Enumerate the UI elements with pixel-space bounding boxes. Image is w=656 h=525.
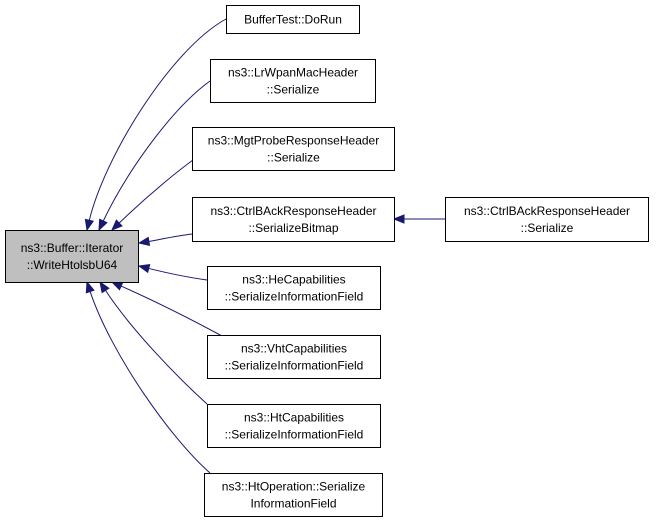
node-label-line-1: ns3::HeCapabilities: [242, 273, 345, 287]
node-box[interactable]: [445, 197, 649, 242]
edge-line: [120, 285, 223, 337]
node-box[interactable]: [5, 230, 139, 283]
node-label-line-2: ::SerializeInformationField: [225, 428, 364, 442]
node-n4[interactable]: ns3::CtrlBAckResponseHeader::SerializeBi…: [192, 197, 395, 242]
node-label-line-2: ::WriteHtolsbU64: [27, 258, 118, 272]
edge-line: [104, 289, 208, 405]
edge-n9-to-n4: [392, 214, 446, 224]
node-label-line-1: ns3::Buffer::Iterator: [21, 241, 124, 255]
edge-arrowhead: [85, 280, 95, 294]
node-box[interactable]: [204, 473, 383, 517]
node-label-line-2: ::Serialize: [521, 221, 574, 235]
node-label-line-1: ns3::HtOperation::Serialize: [222, 480, 366, 494]
edge-arrowhead: [111, 219, 123, 231]
node-box[interactable]: [192, 197, 395, 242]
node-box[interactable]: [207, 335, 381, 379]
edge-n8-to-root: [85, 280, 211, 474]
node-label-line-2: ::SerializeBitmap: [248, 221, 338, 235]
node-n7[interactable]: ns3::HtCapabilities::SerializeInformatio…: [207, 404, 381, 448]
node-label-line-2: ::Serialize: [267, 151, 320, 165]
edge-n7-to-root: [99, 280, 208, 405]
node-n9[interactable]: ns3::CtrlBAckResponseHeader::Serialize: [445, 197, 649, 242]
edges-layer: [84, 18, 446, 474]
nodes-layer: ns3::Buffer::Iterator::WriteHtolsbU64 Buf…: [5, 5, 649, 517]
node-label-line-1: ns3::MgtProbeResponseHeader: [208, 134, 379, 148]
node-box[interactable]: [207, 404, 381, 448]
node-label-line-1: BufferTest::DoRun: [244, 13, 342, 27]
edge-n2-to-root: [98, 80, 211, 232]
edge-n1-to-root: [84, 18, 227, 232]
edge-n5-to-root: [137, 263, 208, 281]
edge-line: [88, 18, 227, 222]
node-n3[interactable]: ns3::MgtProbeResponseHeader::Serialize: [192, 127, 395, 171]
edge-line: [89, 290, 211, 474]
edge-arrowhead: [392, 214, 405, 224]
node-box[interactable]: [207, 266, 381, 310]
edge-n6-to-root: [110, 281, 223, 337]
node-label-line-1: ns3::LrWpanMacHeader: [228, 66, 358, 80]
node-n2[interactable]: ns3::LrWpanMacHeader::Serialize: [210, 59, 376, 103]
edge-n4-to-root: [137, 233, 193, 247]
edge-arrowhead: [110, 281, 124, 291]
node-n1[interactable]: BufferTest::DoRun: [226, 5, 360, 34]
node-label-line-1: ns3::HtCapabilities: [244, 411, 344, 425]
edge-line: [147, 233, 193, 243]
edge-line: [147, 267, 208, 281]
edge-arrowhead: [98, 218, 108, 232]
node-n8[interactable]: ns3::HtOperation::SerializeInformationFi…: [204, 473, 383, 517]
node-root[interactable]: ns3::Buffer::Iterator::WriteHtolsbU64: [5, 230, 139, 283]
node-label-line-2: ::SerializeInformationField: [225, 290, 364, 304]
edge-arrowhead: [137, 236, 151, 247]
node-box[interactable]: [226, 5, 360, 34]
edge-arrowhead: [84, 218, 95, 232]
edge-line: [102, 80, 211, 223]
node-box[interactable]: [192, 127, 395, 171]
node-label-line-2: ::Serialize: [267, 83, 320, 97]
node-label-line-1: ns3::CtrlBAckResponseHeader: [464, 204, 630, 218]
node-n5[interactable]: ns3::HeCapabilities::SerializeInformatio…: [207, 266, 381, 310]
node-label-line-2: InformationField: [250, 497, 336, 511]
node-label-line-1: ns3::VhtCapabilities: [241, 342, 347, 356]
edge-arrowhead: [137, 263, 151, 274]
node-n6[interactable]: ns3::VhtCapabilities::SerializeInformati…: [207, 335, 381, 379]
node-box[interactable]: [210, 59, 376, 103]
node-label-line-2: ::SerializeInformationField: [225, 359, 364, 373]
node-label-line-1: ns3::CtrlBAckResponseHeader: [210, 204, 376, 218]
edge-arrowhead: [99, 280, 110, 294]
